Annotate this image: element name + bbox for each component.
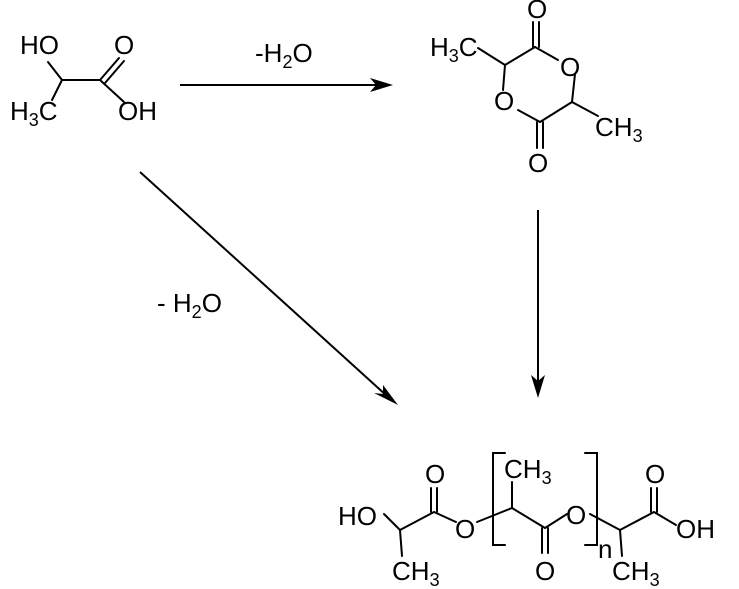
bond xyxy=(104,60,125,84)
atom-label-ch3: CH3 xyxy=(392,556,440,589)
polylactic-acid-structure: HO O O CH3 O O n CH3 CH3 O OH xyxy=(338,452,715,589)
repeat-bracket-right xyxy=(584,452,598,546)
bond xyxy=(476,507,513,523)
lactic-acid-structure: HO O OH H3C xyxy=(10,30,157,130)
atom-label-o: O xyxy=(494,86,514,116)
bond xyxy=(511,507,546,529)
atom-label-o: O xyxy=(114,30,134,60)
bond xyxy=(433,511,457,523)
atom-label-o: O xyxy=(566,500,586,530)
atom-label-o: O xyxy=(527,0,547,24)
bond xyxy=(47,61,63,81)
bond xyxy=(589,513,621,531)
atom-label-h3c: H3C xyxy=(10,96,58,130)
bond xyxy=(619,511,655,531)
atom-label-ho: HO xyxy=(20,30,59,60)
arrow-lactic-to-lactide: -H2O xyxy=(180,38,393,92)
bond xyxy=(571,73,576,103)
atom-label-o: O xyxy=(425,459,445,489)
atom-label-ho: HO xyxy=(338,501,377,531)
atom-label-h3c: H3C xyxy=(430,32,478,66)
bond xyxy=(571,101,599,117)
atom-label-o: O xyxy=(455,514,475,544)
bond xyxy=(99,79,125,103)
bond xyxy=(539,101,573,123)
atom-label-ch3: CH3 xyxy=(504,454,552,488)
atom-label-o: O xyxy=(645,459,665,489)
repeat-count-n: n xyxy=(598,534,612,564)
bond xyxy=(399,511,435,531)
bond xyxy=(99,57,120,81)
arrow-lactic-to-pla: - H2O xyxy=(139,171,398,405)
atom-label-o: O xyxy=(528,148,548,178)
bond xyxy=(383,513,401,531)
arrow-condition-label: - H2O xyxy=(157,288,222,322)
lactide-structure: O O O O H3C CH3 xyxy=(430,0,643,178)
arrow-condition-label: -H2O xyxy=(255,38,313,72)
bond xyxy=(534,46,559,61)
atom-label-o: O xyxy=(560,52,580,82)
bond xyxy=(399,529,403,557)
bond xyxy=(544,513,568,529)
arrow-lactide-to-pla xyxy=(531,210,545,398)
bond xyxy=(477,47,506,66)
bond xyxy=(502,64,506,91)
atom-label-o: O xyxy=(535,556,555,586)
bond xyxy=(653,511,677,526)
atom-label-ch3: CH3 xyxy=(612,556,660,589)
bond xyxy=(504,46,536,66)
bond xyxy=(619,529,623,557)
repeat-bracket-left xyxy=(492,452,506,546)
atom-label-oh: OH xyxy=(676,514,715,544)
atom-label-ch3: CH3 xyxy=(595,112,643,146)
atom-label-oh: OH xyxy=(118,96,157,126)
bond xyxy=(51,79,63,101)
bond xyxy=(517,109,541,123)
